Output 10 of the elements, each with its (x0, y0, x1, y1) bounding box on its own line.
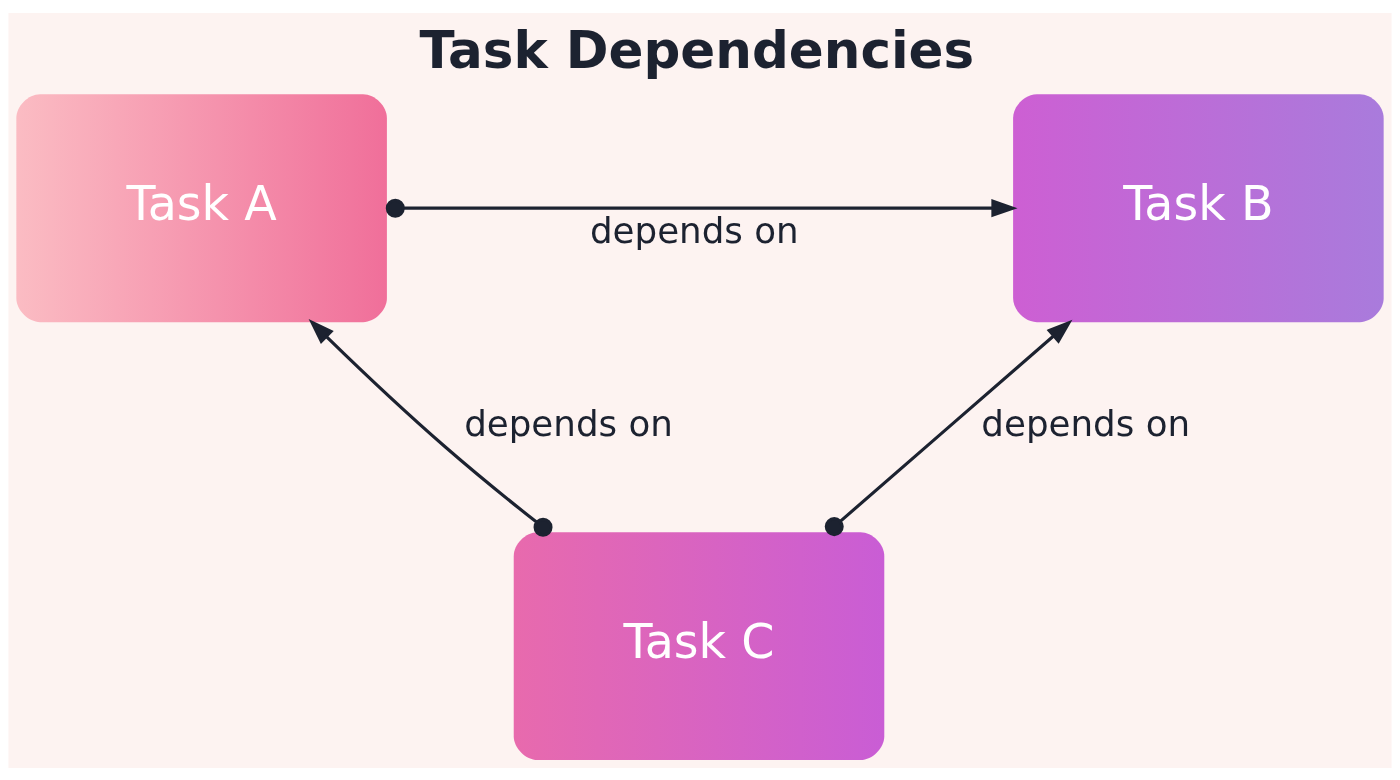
edge-label: depends on (464, 402, 673, 444)
node-box: Task C (513, 531, 885, 760)
edge-label: depends on (981, 402, 1191, 444)
arrow (385, 198, 1018, 218)
edge-label: depends on (589, 209, 799, 251)
arrow (824, 319, 1073, 536)
diagram-title: Task Dependencies (419, 19, 975, 80)
arrow (308, 318, 553, 537)
node-box: Task B (1013, 93, 1384, 322)
node-box: Task A (16, 93, 387, 322)
